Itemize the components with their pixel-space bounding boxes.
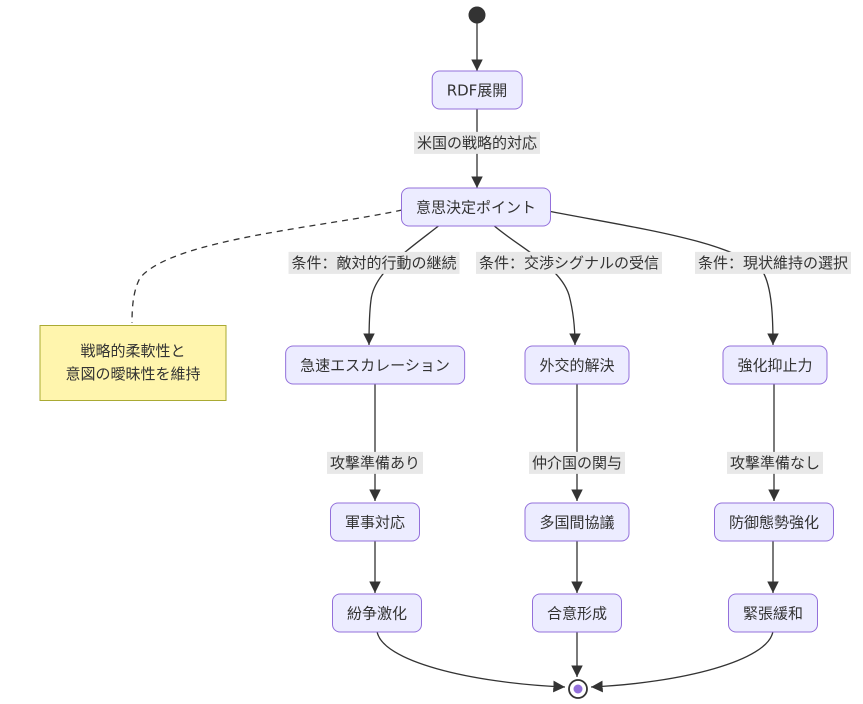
node-conflict-intensification: 紛争激化 (331, 593, 423, 633)
node-agreement-formation: 合意形成 (531, 593, 623, 633)
note-line-2: 意図の曖昧性を維持 (65, 365, 201, 383)
end-state-node-inner (573, 684, 583, 694)
edge-label-attack-not-ready: 攻撃準備なし (726, 451, 824, 475)
edge-detente-to-end (590, 630, 774, 693)
edge-label-attack-ready: 攻撃準備あり (326, 451, 424, 475)
node-rdf-deployment: RDF展開 (431, 70, 523, 110)
edge-decision-to-note (131, 209, 403, 324)
edge-label-us-strategic-response: 米国の戦略的対応 (413, 131, 541, 155)
edge-decision-to-deterrence (547, 210, 779, 346)
edge-label-condition-negotiation-signal: 条件：交渉シグナルの受信 (475, 251, 663, 275)
node-military-response: 軍事対応 (329, 502, 421, 542)
node-rapid-escalation: 急速エスカレーション (285, 345, 465, 385)
note-strategic-flexibility: 戦略的柔軟性と 意図の曖昧性を維持 (39, 325, 227, 401)
note-line-1: 戦略的柔軟性と (80, 341, 186, 360)
node-tension-easing: 緊張緩和 (727, 593, 819, 633)
start-state-node (468, 6, 486, 24)
edge-conflict-to-end (376, 630, 566, 693)
node-defense-posture: 防御態勢強化 (713, 502, 835, 542)
edge-decision-to-diplomacy (491, 223, 581, 346)
node-enhanced-deterrence: 強化抑止力 (722, 345, 828, 385)
edge-label-condition-status-quo: 条件：現状維持の選択 (694, 251, 852, 275)
node-diplomatic-resolution: 外交的解決 (524, 345, 630, 385)
edge-label-condition-hostile-action: 条件：敵対的行動の継続 (288, 251, 460, 275)
node-decision-point: 意思決定ポイント (400, 187, 552, 227)
edge-decision-to-escalation (363, 223, 442, 346)
edge-label-mediator-involvement: 仲介国の関与 (528, 451, 626, 475)
node-multilateral-talks: 多国間協議 (524, 502, 630, 542)
